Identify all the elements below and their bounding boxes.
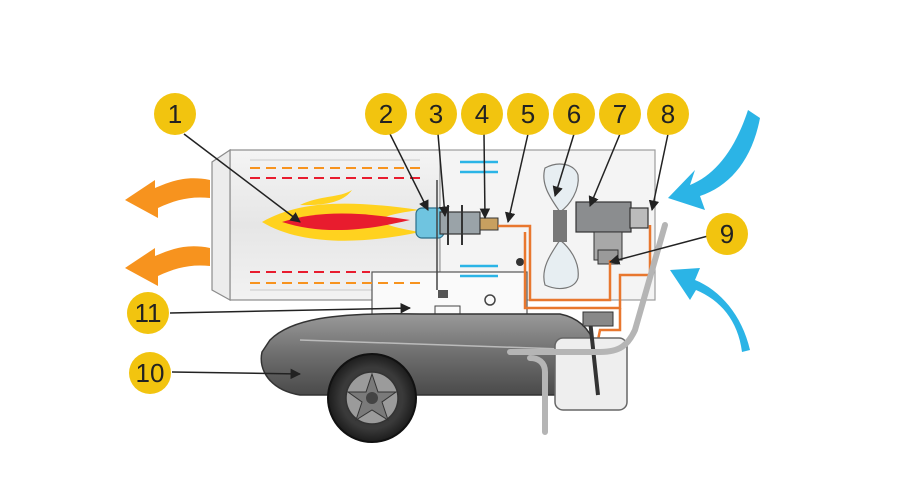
flame <box>262 190 420 241</box>
leader-11 <box>169 302 412 314</box>
callout-5-label: 5 <box>521 99 535 129</box>
hot-air-arrow-bottom <box>125 246 210 286</box>
pump <box>629 207 649 229</box>
leader-10 <box>171 368 302 380</box>
callout-8: 8 <box>647 93 689 135</box>
callout-10-label: 10 <box>136 358 165 388</box>
callout-8-label: 8 <box>661 99 675 129</box>
callout-10: 10 <box>129 352 171 394</box>
frame-handle <box>507 222 668 435</box>
leader-3 <box>437 133 450 218</box>
callout-1-label: 1 <box>168 99 182 129</box>
hot-air-arrow-top <box>125 178 210 218</box>
motor <box>575 201 632 233</box>
leader-4 <box>479 133 491 220</box>
flame-inner <box>282 213 410 231</box>
callout-6-label: 6 <box>567 99 581 129</box>
leader-lines <box>169 133 709 380</box>
cold-air-arrow-bottom <box>670 268 750 352</box>
callout-7-label: 7 <box>613 99 627 129</box>
leader-1 <box>183 133 301 223</box>
callout-1: 1 <box>154 93 196 135</box>
callout-9-label: 9 <box>720 219 734 249</box>
leader-5 <box>504 133 529 224</box>
callout-6: 6 <box>553 93 595 135</box>
cold-air-intake-arrows <box>668 110 760 352</box>
callout-3: 3 <box>415 93 457 135</box>
leader-2 <box>389 133 429 211</box>
motor-pump <box>575 201 649 265</box>
callout-11: 11 <box>127 292 169 334</box>
callout-2-label: 2 <box>379 99 393 129</box>
fan-blade-bottom <box>543 239 579 290</box>
callout-3-label: 3 <box>429 99 443 129</box>
fuel-tank-chassis <box>260 311 628 411</box>
callout-2: 2 <box>365 93 407 135</box>
wheel <box>327 353 417 443</box>
internal-airflow <box>250 160 498 284</box>
filter <box>597 249 619 265</box>
leader-9 <box>608 235 709 265</box>
callout-7: 7 <box>599 93 641 135</box>
leader-8 <box>648 133 669 212</box>
leader-7 <box>588 133 621 207</box>
callout-5: 5 <box>507 93 549 135</box>
callout-4-label: 4 <box>475 99 489 129</box>
cold-air-arrow-top <box>668 110 760 210</box>
callout-4: 4 <box>461 93 503 135</box>
leader-6 <box>552 133 575 198</box>
callout-badges: 1 2 3 4 5 6 7 8 <box>127 93 748 394</box>
outlet-nozzle <box>211 148 231 302</box>
hot-air-outlet-arrows <box>125 178 210 286</box>
callout-11-label: 11 <box>135 298 162 328</box>
callout-9: 9 <box>706 213 748 255</box>
